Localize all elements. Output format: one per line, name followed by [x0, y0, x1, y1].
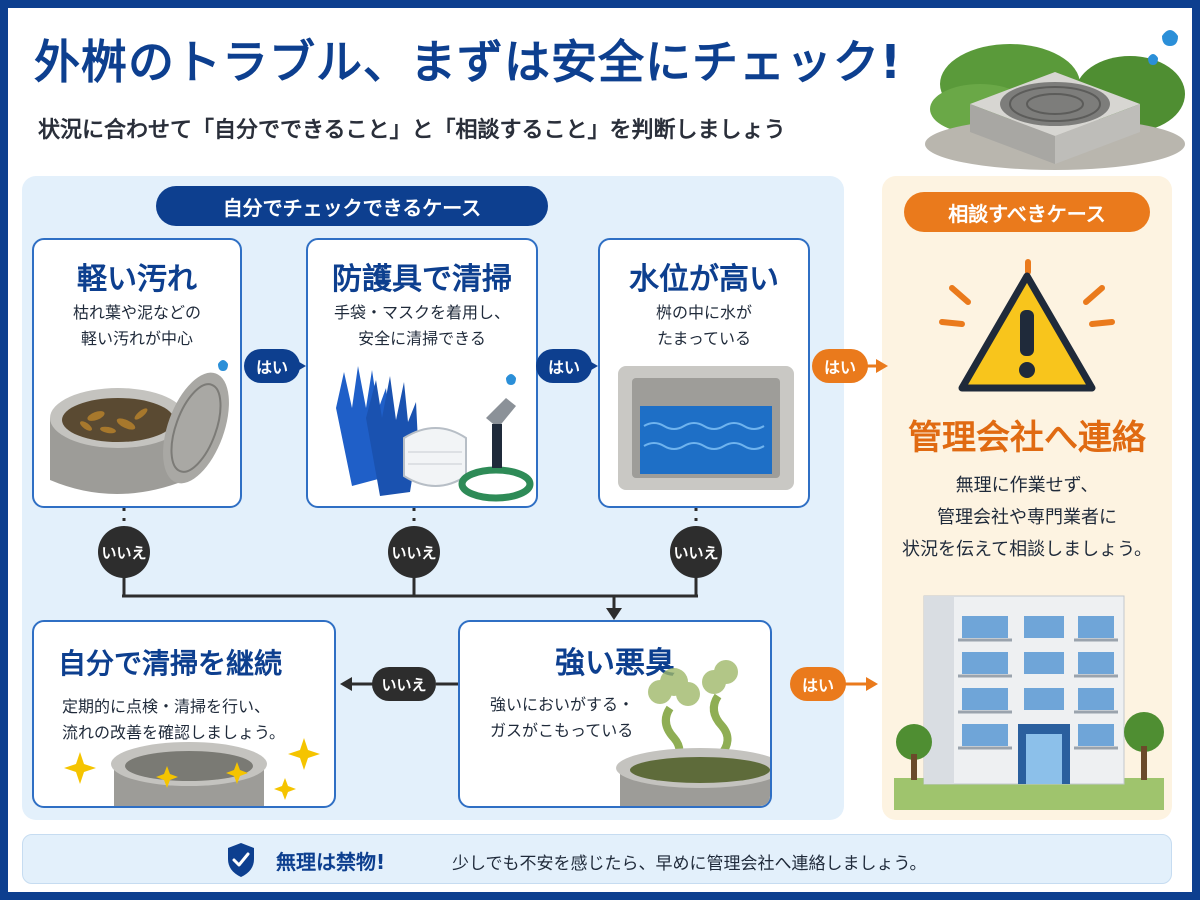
footer-warning: 無理は禁物! [276, 850, 386, 874]
card-title: 軽い汚れ [77, 262, 197, 297]
no-label-2: いいえ [388, 526, 440, 578]
dirty-manhole-icon [50, 360, 229, 494]
contact-description: 無理に作業せず、 管理会社や専門業者に 状況を伝えて相談しましょう。 [901, 475, 1153, 560]
card-description: 枯れ葉や泥などの 軽い汚れが中心 [72, 303, 201, 348]
gloves-icon [336, 366, 534, 502]
no-label-1: いいえ [98, 526, 150, 578]
footer-message: 少しでも不安を感じたら、早めに管理会社へ連絡しましょう。 [452, 854, 927, 874]
strong-odor-card: 強い悪臭 強いにおいがする・ ガスがこもっている [458, 620, 772, 808]
no-label-3: いいえ [670, 526, 722, 578]
footer-banner [22, 834, 1172, 884]
yes-label-4: はい [790, 667, 846, 701]
hose-nozzle-icon [458, 374, 534, 502]
contact-title: 管理会社へ連絡 [908, 418, 1146, 458]
odor-fumes-icon [616, 660, 770, 806]
water-basin-icon [618, 366, 794, 490]
no-label-4: いいえ [372, 667, 436, 701]
shield-icon [228, 843, 254, 877]
consult-badge: 相談すべきケース [904, 192, 1150, 232]
clean-basin-icon [64, 738, 320, 806]
card-description: 手袋・マスクを着用し、 安全に清掃できる [333, 303, 510, 348]
continue-cleaning-card: 自分で清掃を継続 定期的に点検・清掃を行い、 流れの改善を確認しましょう。 [32, 620, 336, 808]
protective-cleaning-card: 防護具で清掃 手袋・マスクを着用し、 安全に清掃できる [306, 238, 538, 508]
manhole-icon [925, 30, 1185, 170]
card-title: 水位が高い [629, 262, 779, 297]
sparkle-icon [64, 738, 320, 800]
yes-label-1: はい [244, 349, 300, 383]
water-drop-icon [1162, 30, 1178, 46]
yes-label-2: はい [536, 349, 592, 383]
card-title: 自分で清掃を継続 [58, 647, 283, 680]
card-title: 防護具で清掃 [332, 262, 512, 297]
light-dirt-card: 軽い汚れ 枯れ葉や泥などの 軽い汚れが中心 [32, 238, 242, 508]
card-description: 定期的に点検・清掃を行い、 流れの改善を確認しましょう。 [62, 697, 286, 742]
card-title: 強い悪臭 [555, 646, 675, 681]
warning-icon [939, 259, 1115, 392]
card-description: 桝の中に水が たまっている [655, 303, 752, 348]
yes-label-3: はい [812, 349, 868, 383]
page-subtitle: 状況に合わせて「自分でできること」と「相談すること」を判断しましょう [38, 118, 786, 143]
page-title: 外桝のトラブル、まずは安全にチェック! [34, 35, 902, 89]
apartment-building-icon [894, 595, 1164, 810]
self-check-badge: 自分でチェックできるケース [156, 186, 548, 226]
mask-icon [403, 427, 467, 487]
card-description: 強いにおいがする・ ガスがこもっている [490, 695, 635, 740]
high-water-card: 水位が高い 桝の中に水が たまっている [598, 238, 810, 508]
